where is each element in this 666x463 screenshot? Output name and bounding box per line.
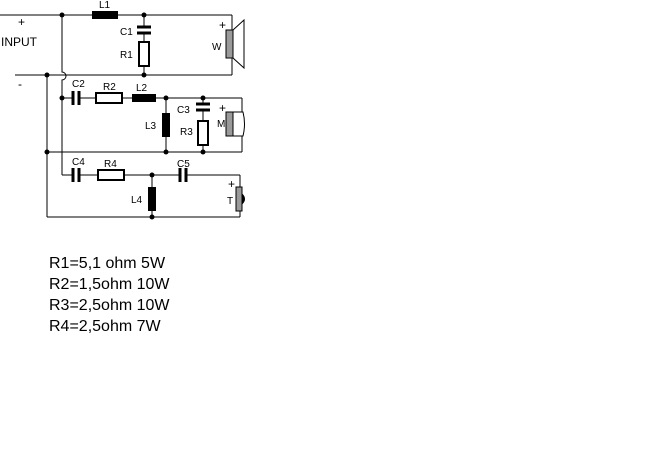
inductor-L2 xyxy=(132,94,156,102)
label-R4: R4 xyxy=(104,159,117,170)
label-C1: C1 xyxy=(120,27,133,38)
woofer-plus-sign: + xyxy=(219,18,226,32)
woofer-label: W xyxy=(212,42,222,53)
value-line: R2=1,5ohm 10W xyxy=(49,276,170,293)
component-values-list: R1=5,1 ohm 5W R2=1,5ohm 10W R3=2,5ohm 10… xyxy=(49,253,170,337)
junction-dot xyxy=(200,149,206,155)
resistor-R3 xyxy=(197,120,209,146)
tweeter-plus-sign: + xyxy=(228,177,235,191)
input-label: INPUT xyxy=(1,35,38,49)
junction-dot xyxy=(141,72,147,78)
input-minus-sign: - xyxy=(18,77,22,91)
value-line: R3=2,5ohm 10W xyxy=(49,297,170,314)
label-R1: R1 xyxy=(120,50,133,61)
woofer-speaker-icon xyxy=(225,18,245,70)
label-C4: C4 xyxy=(72,157,85,168)
positive-bus xyxy=(61,15,67,98)
inductor-L3 xyxy=(162,113,170,137)
value-line: R1=5,1 ohm 5W xyxy=(49,255,166,272)
label-L1: L1 xyxy=(99,0,111,11)
midrange-plus-sign: + xyxy=(219,101,226,115)
label-R2: R2 xyxy=(103,82,116,93)
junction-dot xyxy=(149,214,155,220)
tweeter-speaker-icon xyxy=(235,186,245,212)
input-plus-sign: + xyxy=(18,15,25,29)
label-L2: L2 xyxy=(136,83,148,94)
junction-dot xyxy=(163,149,169,155)
tweeter-label: T xyxy=(227,196,233,207)
label-L4: L4 xyxy=(131,195,143,206)
inductor-L1 xyxy=(92,11,118,19)
resistor-R2 xyxy=(95,92,123,104)
junction-dot xyxy=(59,12,65,18)
midrange-speaker-icon xyxy=(225,111,245,137)
junction-dot xyxy=(44,72,50,78)
label-C5: C5 xyxy=(177,159,190,170)
label-C2: C2 xyxy=(72,79,85,90)
resistor-R4 xyxy=(97,169,125,181)
label-R3: R3 xyxy=(180,127,193,138)
inductor-L4 xyxy=(148,187,156,211)
midrange-label: M xyxy=(217,119,225,130)
label-C3: C3 xyxy=(177,105,190,116)
value-line: R4=2,5ohm 7W xyxy=(49,318,161,335)
label-L3: L3 xyxy=(145,121,157,132)
resistor-R1 xyxy=(138,41,150,67)
